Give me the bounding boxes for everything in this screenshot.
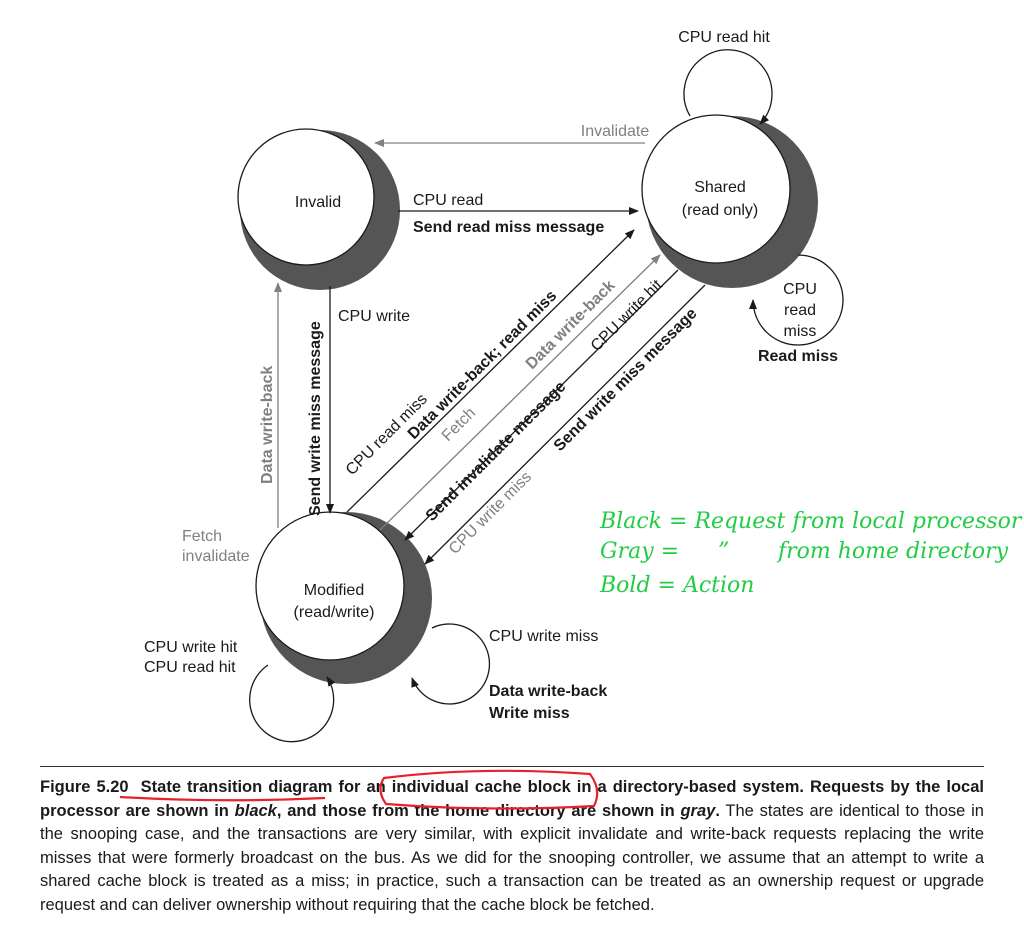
state-shared: Shared (read only) [641,114,818,288]
label-invalidate-2: invalidate [182,548,250,565]
label-shared-loop-cpu: CPU [783,281,817,298]
state-transition-diagram: Invalid Shared (read only) Modified (rea… [144,29,1023,743]
state-modified: Modified (read/write) [255,511,432,684]
edge-cpu-write-miss-gray [424,284,706,565]
label-cpu-read-hit-top: CPU read hit [678,29,770,46]
label-data-write-back-vertical: Data write-back [259,366,276,484]
annotation-gray-label: Gray = [600,539,679,564]
label-mod-loop-write-miss: CPU write miss [489,628,598,645]
state-invalid-label: Invalid [295,194,341,211]
caption-gray-word: gray [680,801,716,820]
annotation-gray-meaning: from home directory [776,539,1009,564]
state-shared-sublabel: (read only) [682,202,758,219]
edge-cpu-read-miss [346,229,635,513]
label-read-miss-action: Read miss [758,348,838,365]
label-cpu-read: CPU read [413,192,483,209]
loop-shared-read-hit [683,49,773,125]
edge-cpu-write-hit [404,269,679,541]
figure-caption: Figure 5.20 State transition diagram for… [40,776,984,917]
caption-bold-mid: , and those from the home directory are … [276,801,675,820]
state-invalid: Invalid [237,128,400,290]
edge-fetch-gray [379,254,661,531]
caption-black-word: black [234,801,277,820]
label-shared-loop-read: read [784,302,816,319]
caption-bold-end: . [715,801,720,820]
label-send-read-miss: Send read miss message [413,219,604,236]
label-mod-loop-write-hit: CPU write hit [144,639,238,656]
loop-modified-write-miss [411,623,491,705]
label-send-write-miss-vertical: Send write miss message [307,321,324,516]
annotation-black-meaning: Black = Request from local processor [599,509,1023,534]
state-shared-label: Shared [694,179,746,196]
state-modified-sublabel: (read/write) [294,604,375,621]
label-data-wb-action: Data write-back [489,683,607,700]
loop-shared-read-miss [749,254,844,346]
state-modified-label: Modified [304,582,364,599]
annotation-bold-meaning: Bold = Action [599,573,754,598]
label-fetch: Fetch [182,528,222,545]
label-cpu-write: CPU write [338,308,410,325]
label-invalidate: Invalidate [581,123,650,140]
caption-divider [40,766,984,767]
figure-label: Figure 5.20 [40,778,129,796]
label-mod-loop-read-hit: CPU read hit [144,659,236,676]
annotation-ditto: ” [718,539,729,564]
loop-modified-hit [249,664,336,743]
label-write-miss-action: Write miss [489,705,570,722]
label-shared-loop-miss: miss [784,323,817,340]
caption-body: The states are identical to those in the… [40,801,984,914]
